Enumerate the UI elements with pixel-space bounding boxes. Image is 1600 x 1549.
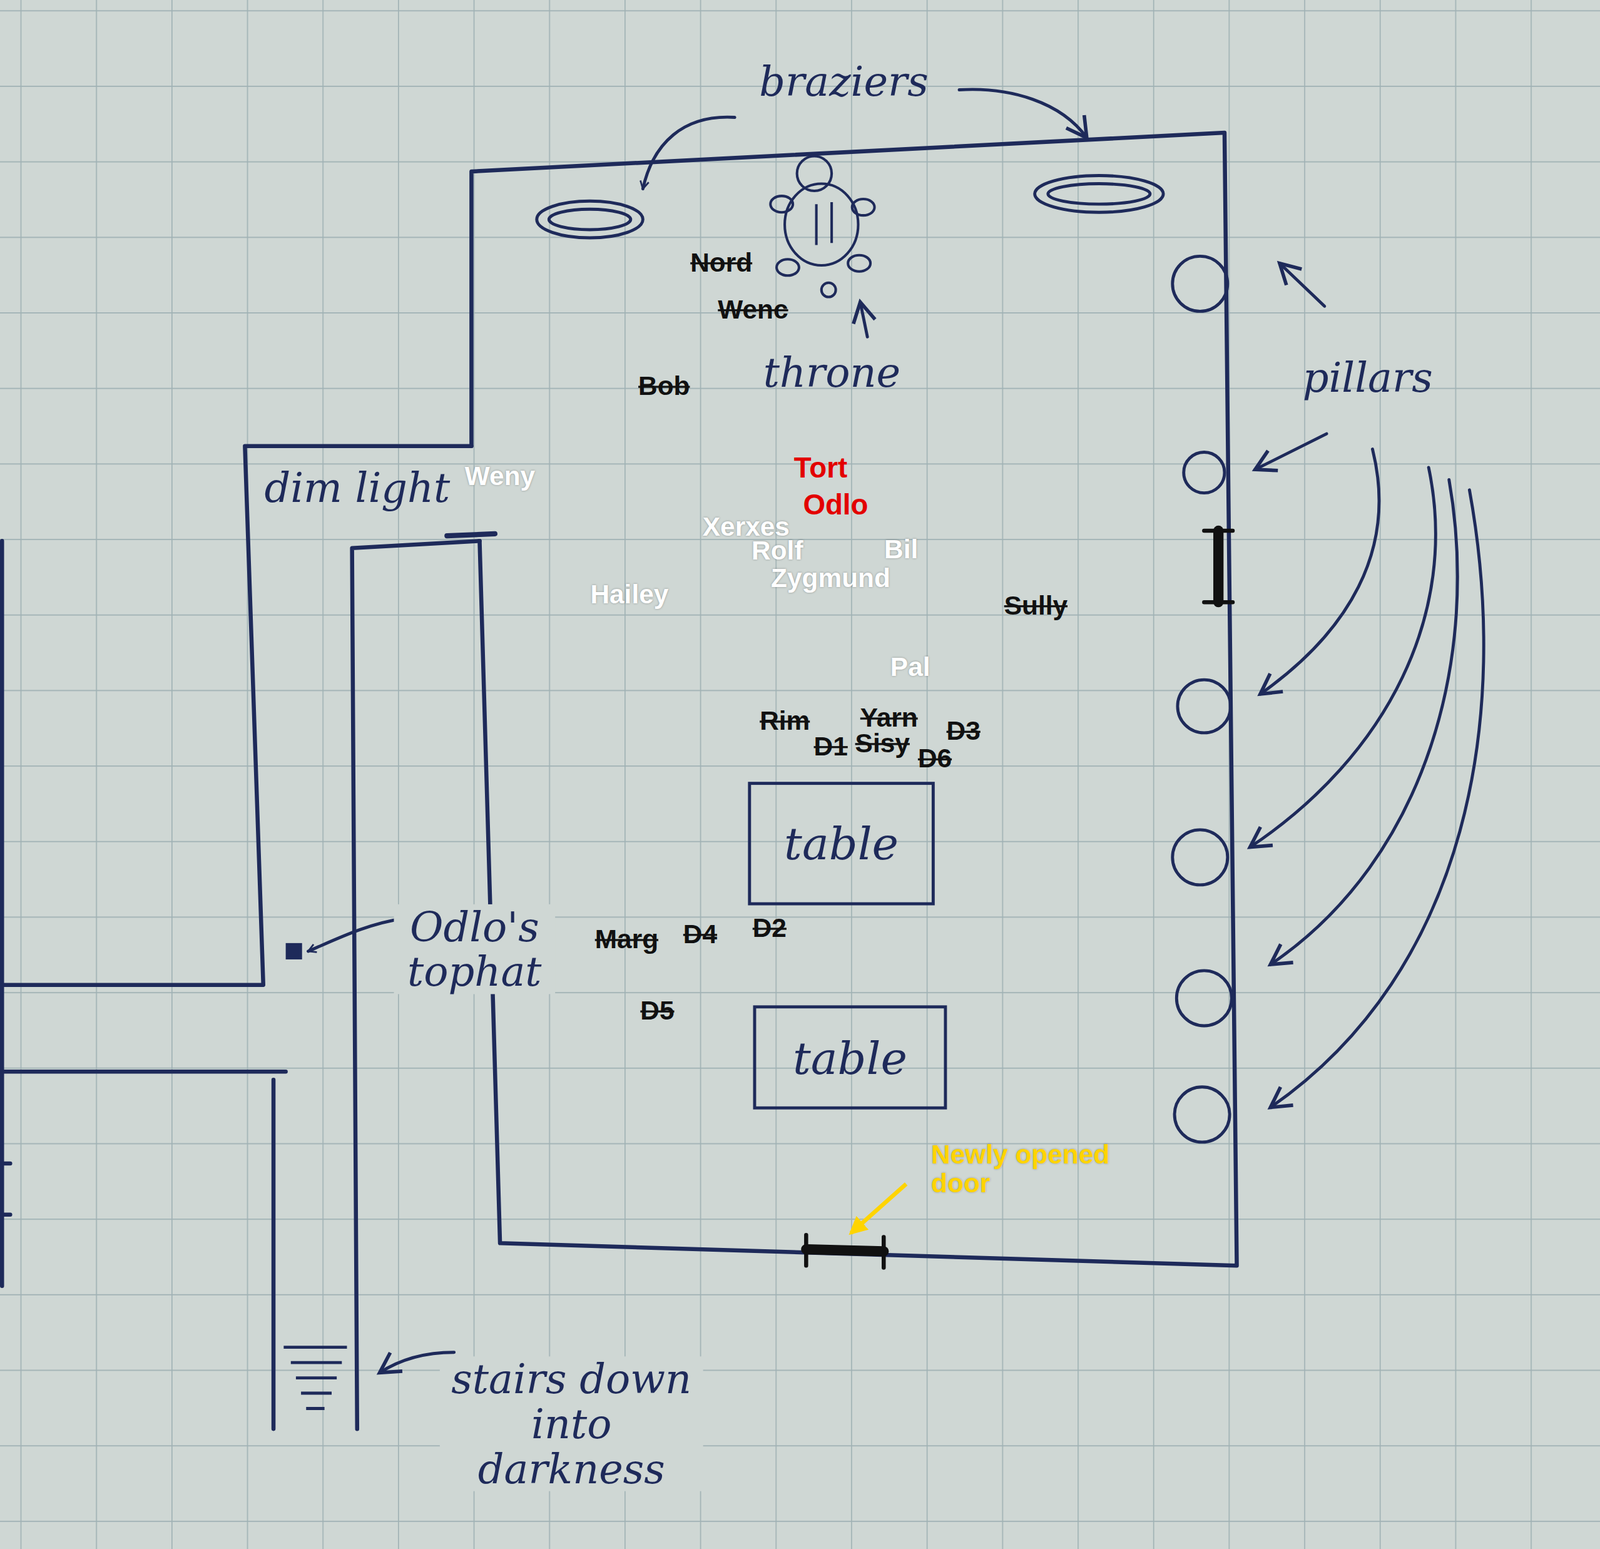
door-hinge: [805, 1234, 884, 1268]
throne-head: [797, 156, 832, 191]
token-name: Nord: [690, 247, 753, 277]
leader-line: [860, 302, 868, 337]
pillar: [1172, 255, 1228, 311]
brazier: [548, 208, 631, 230]
brazier: [1034, 175, 1164, 213]
room-wall: [471, 132, 1237, 1266]
token-name: Rolf: [751, 535, 803, 565]
leader-line: [308, 918, 404, 952]
throne-detail: [816, 202, 832, 245]
throne-foot: [847, 255, 871, 272]
throne-foot: [770, 195, 793, 213]
token-name: Zygmund: [770, 562, 891, 592]
walls: [0, 132, 1238, 1429]
braziers: [536, 175, 1164, 238]
pillar: [1177, 679, 1231, 733]
token-name: Yarn: [860, 702, 918, 733]
leader-line: [642, 117, 735, 189]
brazier: [1048, 183, 1151, 205]
table-label: table: [784, 817, 899, 870]
pillar: [1172, 829, 1228, 885]
stair-step: [283, 1347, 347, 1409]
door-hinge: [1203, 530, 1233, 602]
token-name: Tort: [794, 452, 848, 484]
token-name: Marg: [595, 924, 659, 954]
token-name: D6: [917, 743, 952, 773]
throne-foot: [776, 259, 800, 276]
table-label: table: [792, 1031, 908, 1084]
token-name: Bil: [884, 534, 918, 564]
token-name: Wenc: [717, 294, 788, 324]
token-name: Hailey: [590, 578, 669, 609]
throne-foot: [852, 198, 875, 216]
door: [1213, 530, 1224, 602]
map-note: stairs down into darkness: [439, 1355, 704, 1491]
token-name: Rim: [759, 705, 810, 736]
token-name: Weny: [464, 460, 536, 490]
corridor-wall: [0, 1071, 286, 1429]
leader-line: [1250, 467, 1437, 848]
leader-line: [1270, 489, 1484, 1108]
map-note: dim light: [260, 465, 455, 511]
token-name: D1: [814, 730, 848, 761]
side-wall: [1, 540, 11, 1286]
leader-line: [1255, 433, 1327, 470]
token-name: Pal: [890, 651, 931, 681]
map-note: throne: [759, 349, 905, 395]
leader-line: [1270, 479, 1458, 965]
map-note: pillars: [1298, 355, 1437, 401]
map-note: Odlo's tophat: [393, 904, 556, 995]
leader-lines: [308, 89, 1485, 1373]
token-name: D5: [640, 995, 674, 1025]
stairs-symbol: [283, 1347, 347, 1409]
token-name: Bob: [638, 371, 690, 401]
token-name: Sisy: [855, 728, 910, 758]
table-box: table: [747, 781, 935, 905]
token-name: D3: [946, 715, 981, 746]
tophat-marker: [285, 942, 303, 960]
leader-line: [1260, 449, 1380, 694]
leader-line: [959, 89, 1087, 138]
throne-figure: [770, 156, 875, 298]
table-box: table: [753, 1004, 948, 1109]
pillar: [1176, 970, 1232, 1026]
brazier: [536, 200, 644, 238]
door: [805, 1248, 884, 1251]
pillars: [1172, 255, 1233, 1142]
token-name: Sully: [1004, 590, 1068, 620]
door-note: Newly opened door: [931, 1139, 1151, 1198]
token-name: D4: [683, 919, 718, 949]
map-note: braziers: [755, 59, 933, 105]
door-pointer: [850, 1183, 907, 1233]
throne-tail: [821, 282, 836, 298]
pillar: [1183, 451, 1225, 493]
token-name: Odlo: [802, 489, 868, 521]
pillar: [1174, 1086, 1230, 1142]
token-name: D2: [752, 912, 787, 943]
wall-mark: [446, 533, 495, 536]
doors: [805, 530, 1233, 1268]
throne-body: [784, 183, 858, 266]
leader-line: [1279, 263, 1325, 306]
